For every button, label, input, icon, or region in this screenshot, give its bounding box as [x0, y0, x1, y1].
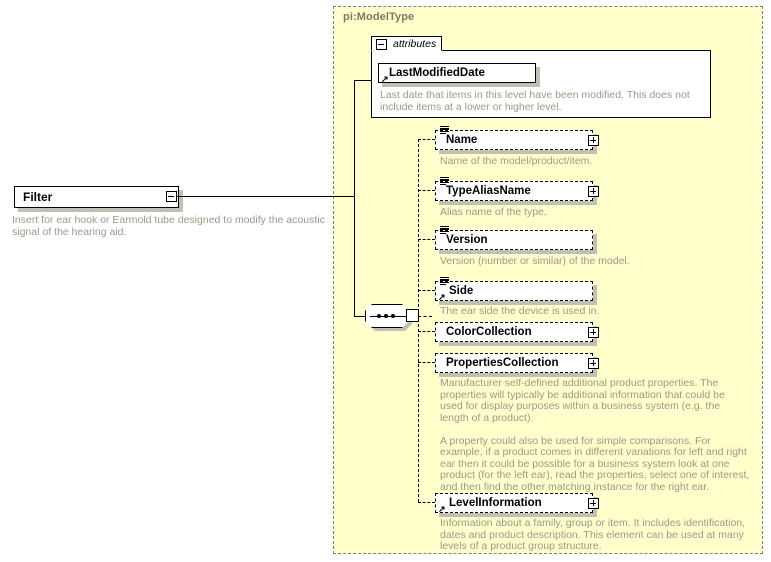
type-reference-arrow-icon: ↗ — [438, 504, 446, 514]
version-description: Version (number or similar) of the model… — [440, 255, 630, 267]
element-node-typealiasname[interactable]: TypeAliasName — [435, 177, 593, 201]
element-node-version[interactable]: Version — [435, 226, 593, 250]
enumeration-list-icon — [440, 126, 449, 135]
element-node-colorcollection[interactable]: ColorCollection — [435, 322, 593, 342]
name-description: Name of the model/product/item. — [440, 155, 593, 167]
expand-plus-icon[interactable] — [588, 186, 599, 197]
connector-trunk-to-attributes — [354, 80, 374, 81]
dashed-branch-version — [418, 239, 435, 240]
levelinformation-description: Information about a family, group or ite… — [440, 517, 746, 552]
side-description: The ear side the device is used in. — [440, 305, 600, 317]
element-node-name[interactable]: Name — [435, 126, 593, 150]
lastmodifieddate-description: Last date that items in this level have … — [380, 89, 690, 113]
expand-plus-icon[interactable] — [588, 135, 599, 146]
enumeration-list-icon — [440, 226, 449, 235]
enumeration-list-icon — [440, 277, 449, 286]
connector-trunk-to-sequence — [354, 316, 367, 317]
connector-trunk-vertical — [354, 80, 355, 316]
dashed-branch-side — [418, 290, 435, 291]
expand-plus-icon[interactable] — [588, 358, 599, 369]
filter-description: Insert for ear hook or Earmold tube desi… — [12, 214, 325, 238]
filter-root-node[interactable]: Filter — [14, 186, 179, 208]
dashed-connector-sequence-to-tree — [418, 316, 432, 317]
dashed-tree-trunk — [418, 139, 419, 502]
expand-plus-icon[interactable] — [588, 498, 599, 509]
element-label: Name — [446, 134, 478, 146]
expand-plus-icon[interactable] — [588, 327, 599, 338]
element-label: PropertiesCollection — [446, 357, 559, 369]
enumeration-list-icon — [440, 177, 449, 186]
type-reference-arrow-icon: ↗ — [381, 74, 389, 84]
dashed-branch-colorcollection — [418, 331, 435, 332]
attributes-collapse-minus-icon[interactable] — [376, 39, 387, 50]
typealiasname-description: Alias name of the type. — [440, 206, 547, 218]
attribute-label: LastModifiedDate — [389, 67, 485, 79]
element-label: TypeAliasName — [446, 185, 531, 197]
filter-node-label: Filter — [23, 190, 53, 204]
type-reference-arrow-icon: ↗ — [438, 292, 446, 302]
element-node-levelinformation[interactable]: ↗ LevelInformation — [435, 493, 593, 514]
dashed-branch-propertiescollection — [418, 362, 435, 363]
propertiescollection-description: Manufacturer self-defined additional pro… — [440, 377, 750, 493]
collapse-minus-icon[interactable] — [166, 191, 177, 202]
dashed-branch-levelinformation — [418, 502, 435, 503]
element-label: Side — [449, 285, 474, 297]
element-label: ColorCollection — [446, 326, 532, 338]
element-label: LevelInformation — [449, 497, 542, 509]
attribute-node-lastmodifieddate[interactable]: ↗ LastModifiedDate — [378, 63, 536, 84]
attributes-tab[interactable]: attributes — [371, 36, 442, 51]
element-node-propertiescollection[interactable]: PropertiesCollection — [435, 353, 593, 373]
element-label: Version — [446, 234, 488, 246]
dashed-branch-typealiasname — [418, 190, 435, 191]
connector-filter-to-trunk — [177, 196, 354, 197]
type-title-label: pi:ModelType — [343, 11, 415, 23]
sequence-dots-icon — [370, 314, 406, 318]
attributes-tab-label: attributes — [393, 38, 437, 50]
sequence-compositor[interactable] — [365, 304, 419, 331]
dashed-branch-name — [418, 139, 435, 140]
element-node-side[interactable]: ↗ Side — [435, 277, 593, 302]
